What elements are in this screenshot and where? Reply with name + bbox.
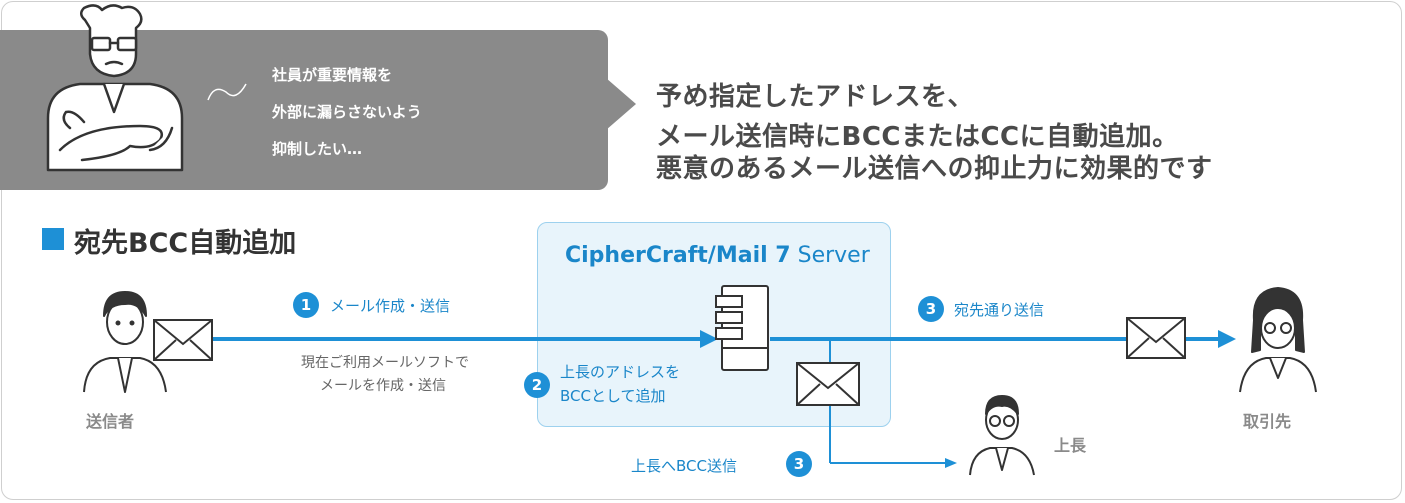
step-3b-badge: 3: [786, 451, 812, 477]
section-title: 宛先BCC自動追加: [74, 228, 297, 259]
server-brand: CipherCraft/Mail 7: [565, 243, 791, 268]
step-1-badge: 1: [293, 292, 319, 318]
server-suffix: Server: [790, 243, 870, 268]
arrow-head-3: [1218, 330, 1236, 348]
boss-label: 上長: [1054, 436, 1087, 455]
step-1-note-line-1: 現在ご利用メールソフトで: [301, 355, 469, 371]
title-square-icon: [42, 228, 64, 250]
headline-line-1: 予め指定したアドレスを、: [656, 82, 975, 112]
envelope-icon: [796, 362, 860, 406]
sender-label: 送信者: [86, 412, 135, 431]
worried-man-icon: [46, 4, 184, 172]
server-icon: [715, 285, 769, 371]
recipient-label: 取引先: [1243, 412, 1292, 431]
step-2-badge: 2: [524, 372, 550, 398]
server-title: CipherCraft/Mail 7 Server: [565, 243, 870, 268]
sigh-mark-icon: [207, 83, 247, 101]
step-1-note-line-2: メールを作成・送信: [320, 378, 446, 394]
step-3b-label: 上長へBCC送信: [631, 457, 737, 475]
step-3a-label: 宛先通り送信: [954, 301, 1045, 319]
recipient-person-icon: [1239, 287, 1317, 393]
step-1-label: メール作成・送信: [330, 297, 451, 315]
speech-bubble-tail: [606, 78, 636, 130]
envelope-icon: [1126, 317, 1186, 359]
boss-person-icon: [969, 395, 1035, 476]
bubble-line-2: 外部に漏らさないよう: [272, 103, 422, 121]
headline-line-3: 悪意のあるメール送信への抑止力に効果的です: [656, 154, 1213, 184]
headline-line-2: メール送信時にBCCまたはCCに自動追加。: [656, 122, 1179, 152]
bubble-line-3: 抑制したい…: [272, 140, 363, 158]
step-2-line-1: 上長のアドレスを: [560, 363, 681, 381]
bubble-line-1: 社員が重要情報を: [272, 66, 393, 84]
sender-person-icon: [83, 291, 167, 393]
step-2-line-2: BCCとして追加: [560, 387, 666, 405]
envelope-icon: [153, 319, 213, 361]
bcc-arrow-head: [945, 458, 957, 468]
arrow-head-1: [700, 330, 718, 348]
step-3a-badge: 3: [918, 296, 944, 322]
